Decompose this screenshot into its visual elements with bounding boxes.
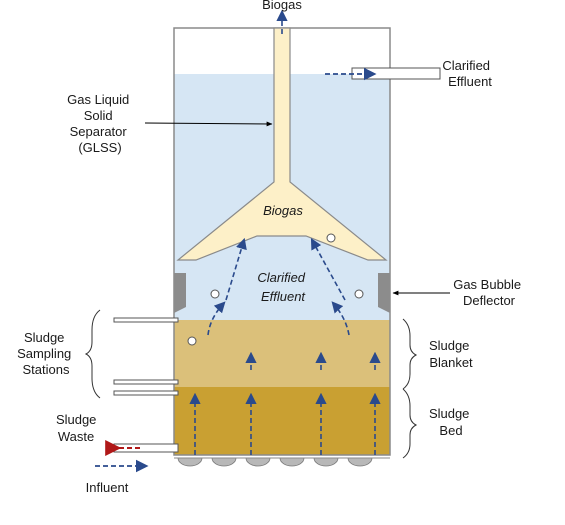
influent-distributors	[177, 457, 373, 467]
sludge-blanket-zone	[174, 320, 390, 387]
glss-hood	[176, 27, 388, 261]
label-influent: Influent	[86, 480, 129, 495]
label-glss: Gas Liquid Solid Separator (GLSS)	[67, 92, 133, 155]
sampling-pipe-lower-2	[113, 390, 179, 396]
label-sludge-bed: Sludge Bed	[429, 406, 473, 438]
label-sludge-blanket: Sludge Blanket	[429, 338, 473, 370]
label-sludge-sampling-stations: Sludge Sampling Stations	[17, 330, 75, 377]
label-biogas-top: Biogas	[262, 0, 302, 12]
deflector-right	[378, 273, 390, 313]
sampling-bracket	[84, 309, 101, 399]
upflow-arrows	[189, 9, 381, 455]
deflector-left	[174, 273, 186, 313]
label-biogas-inner: Biogas	[263, 203, 303, 218]
label-clarified-effluent-inner: Clarified Effluent	[257, 270, 308, 304]
blanket-bracket	[402, 318, 418, 390]
label-sludge-waste: Sludge Waste	[56, 412, 100, 444]
sampling-pipe-upper	[113, 317, 179, 323]
label-clarified-effluent-out: Clarified Effluent	[442, 58, 493, 89]
bed-bracket	[402, 388, 418, 459]
sampling-pipe-lower-1	[113, 379, 179, 385]
glss-callout-line	[144, 121, 273, 127]
gas-bubbles	[187, 233, 364, 346]
sludge-bed-zone	[174, 387, 390, 455]
label-gas-bubble-deflector: Gas Bubble Deflector	[453, 277, 525, 308]
